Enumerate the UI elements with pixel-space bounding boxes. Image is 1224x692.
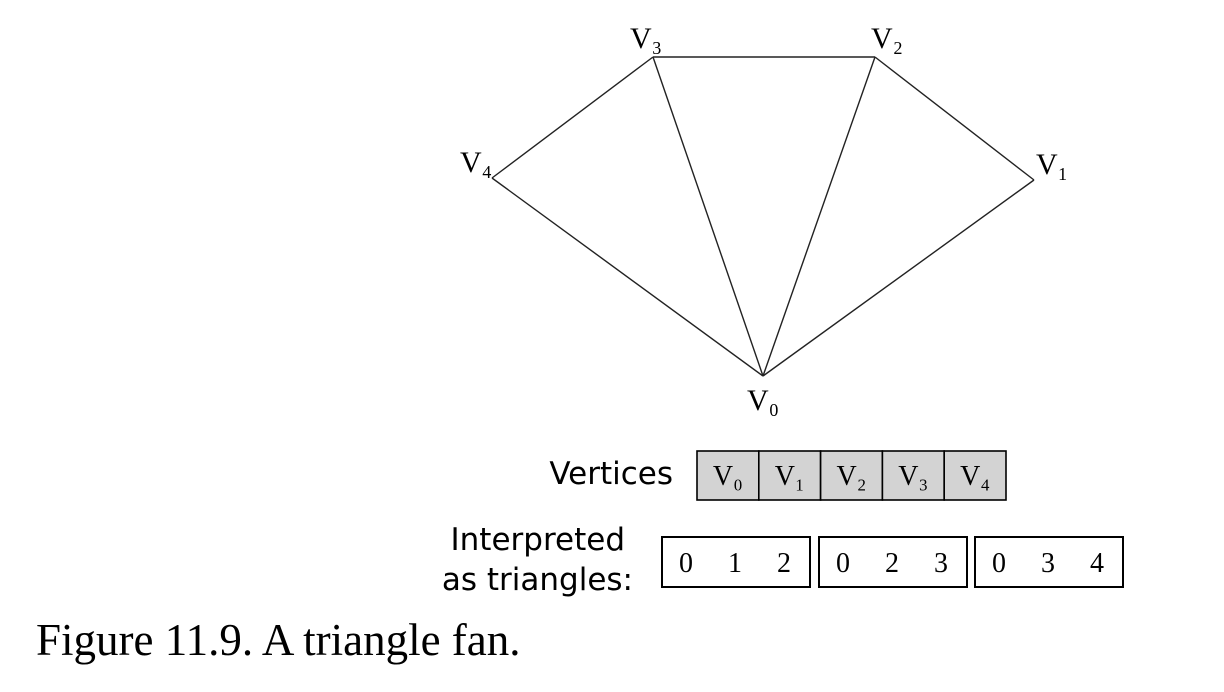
vertex-cell-1 (757, 450, 822, 501)
vertex-label-v4: V₄ (460, 146, 492, 179)
triangle-group-1 (818, 536, 968, 588)
triangle-index-0-1: 1 (728, 548, 742, 579)
edge-v0-v1 (762, 179, 1035, 377)
triangle-group-0 (661, 536, 811, 588)
vertex-label-v2: V₂ (871, 22, 903, 55)
triangle-index-1-2: 3 (934, 548, 948, 579)
triangle-index-0-2: 2 (777, 548, 791, 579)
vertices-row-label: Vertices (549, 456, 673, 492)
vertex-cell-text-2: V₂ (837, 461, 867, 492)
triangle-index-2-0: 0 (992, 548, 1006, 579)
vertex-cell-text-1: V₁ (775, 461, 805, 492)
triangle-index-1-1: 2 (885, 548, 899, 579)
figure-caption: Figure 11.9. A triangle fan. (36, 615, 521, 665)
vertex-cell-4 (943, 450, 1007, 501)
vertex-cell-text-0: V₀ (713, 461, 743, 492)
edge-v4-v0 (491, 177, 764, 377)
vertices-array: V₀ V₁ V₂ V₃ V₄ (696, 450, 1007, 501)
triangle-group-2 (974, 536, 1124, 588)
triangle-index-0-0: 0 (679, 548, 693, 579)
vertex-label-v3: V₃ (630, 22, 662, 55)
triangle-index-2-2: 4 (1090, 548, 1104, 579)
fan-edges (491, 56, 1035, 377)
triangle-index-2-1: 3 (1041, 548, 1055, 579)
edge-v1-v2 (874, 56, 1035, 181)
vertex-cell-text-3: V₃ (898, 461, 928, 492)
vertex-labels: V₀ V₁ V₂ V₃ V₄ (460, 22, 1068, 417)
triangle-index-1-0: 0 (836, 548, 850, 579)
edge-v0-v2 (762, 56, 876, 377)
edge-v0-v3 (652, 56, 764, 377)
edge-v3-v4 (491, 56, 654, 179)
vertex-cell-2 (819, 450, 884, 501)
vertex-label-v0: V₀ (747, 384, 779, 417)
vertex-label-v1: V₁ (1036, 148, 1068, 181)
triangles-row-label-line1: Interpreted (451, 522, 625, 558)
triangle-index-groups: 0 1 2 0 2 3 0 3 4 (661, 536, 1124, 588)
triangles-row-label-line2: as triangles: (442, 562, 633, 598)
vertex-cell-text-4: V₄ (960, 461, 990, 492)
